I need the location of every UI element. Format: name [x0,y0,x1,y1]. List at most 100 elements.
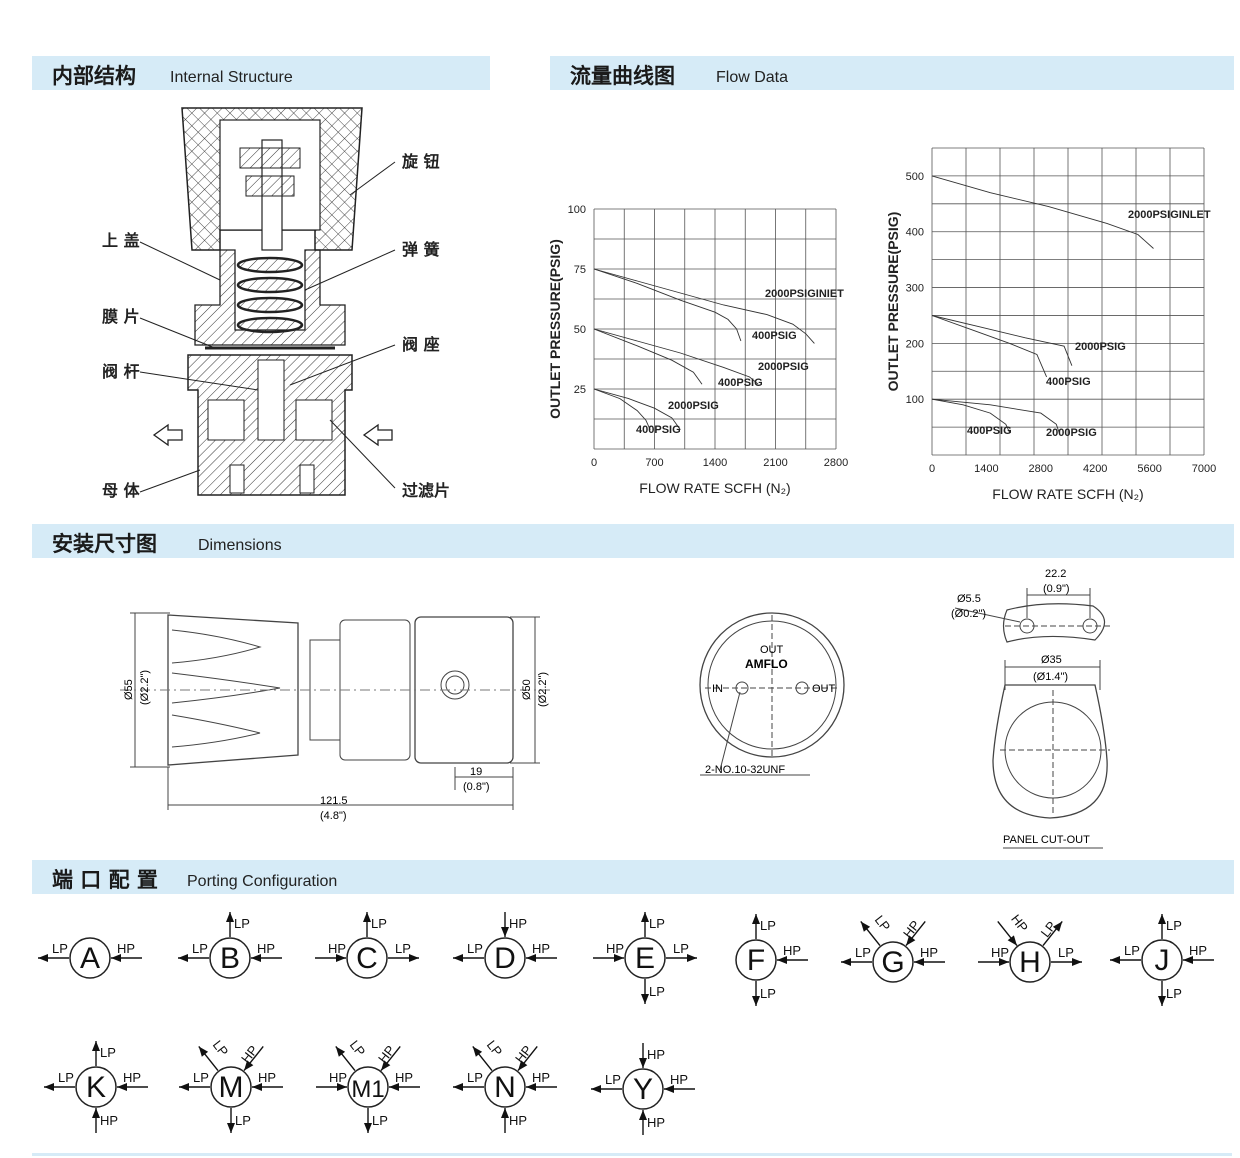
series-annotation: 2000PSIGINIET [765,288,844,300]
port-arrowhead-icon [1158,914,1166,924]
port-label-hp: HP [532,1070,550,1085]
port-letter: M1 [351,1076,384,1103]
cover-shape [194,249,346,346]
port-in: IN [712,683,723,695]
thread-label: 2-NO.10-32UNF [705,764,785,776]
series-line [593,328,759,385]
x-tick-label: 700 [645,457,663,469]
port-arrowhead-icon [364,1123,372,1133]
port-arrowhead-icon [244,1060,254,1071]
dim-hole: Ø5.5 [957,593,981,605]
port-circle [735,939,777,981]
port-arrowhead-icon [409,954,419,962]
label-knob: 旋 钮 [401,152,440,171]
port-label-hp: HP [1189,943,1207,958]
y-tick-label: 300 [906,283,924,295]
port-letter: F [747,944,765,977]
port-arrowhead-icon [111,954,121,962]
port-arrowhead-icon [117,1083,127,1091]
port-label-hp: HP [512,1042,535,1065]
series-line [593,268,815,344]
port-arrowhead-icon [752,996,760,1006]
y-tick-label: 25 [574,384,586,396]
section-flow-data: 流量曲线图 Flow Data [550,56,1234,90]
port-arrowhead-icon [860,921,871,932]
port-label-lp: LP [234,916,250,931]
panel-cutout-drawing: Ø5.5 (Ø0.2") 22.2 (0.9") Ø35 (Ø1.4") PAN… [951,568,1110,849]
dim-d55-in: (Ø2.2") [139,670,151,705]
y-tick-label: 100 [568,204,586,216]
dim-121-in: (4.8") [320,810,347,822]
section-dimensions: 安装尺寸图 Dimensions [32,524,1234,558]
port-letter: M [219,1071,244,1104]
port-label-hp: HP [900,917,923,940]
port-arrowhead-icon [363,912,371,922]
port-letter: K [86,1071,106,1104]
port-arrowhead-icon [453,1083,463,1091]
label-diaphragm: 膜 片 [102,307,140,326]
port-arrowhead-icon [518,1060,528,1071]
port-letter: H [1019,946,1041,979]
series-line [593,328,703,385]
port-arrowhead-icon [1158,996,1166,1006]
port-circle [347,1066,389,1108]
port-label-hp: HP [920,945,938,960]
footer-divider [32,1153,1232,1156]
port-label-lp: LP [760,986,776,1001]
x-tick-label: 2800 [824,457,848,469]
port-label-lp: LP [649,984,665,999]
port-circle [622,1068,664,1110]
port-circle [484,937,526,979]
port-label-lp: LP [673,941,689,956]
knob-shape [181,107,363,251]
y-axis-label: OUTLET PRESSURE(PSIG) [885,212,901,392]
port-label-lp: LP [467,1070,483,1085]
port-label-hp: HP [123,1070,141,1085]
port-circle [346,937,388,979]
x-tick-label: 2800 [1029,463,1053,475]
port-arrowhead-icon [526,954,536,962]
port-arrowhead-icon [227,1123,235,1133]
port-circle [1009,941,1051,983]
dim-hole-in: (Ø0.2") [951,608,986,620]
series-line [593,268,742,342]
series-annotation: 400PSIG [718,377,763,389]
port-circle [624,937,666,979]
port-arrowhead-icon [641,994,649,1004]
port-arrowhead-icon [501,927,509,937]
section-title-en: Internal Structure [170,69,293,86]
series-line [931,398,1061,436]
port-circle [1141,939,1183,981]
port-arrowhead-icon [336,954,346,962]
port-arrowhead-icon [639,1110,647,1120]
x-tick-label: 2100 [763,457,787,469]
section-title-zh: 端 口 配 置 [52,868,158,892]
port-arrowhead-icon [335,1046,346,1057]
port-arrowhead-icon [472,1046,483,1057]
dim-19-in: (0.8") [463,781,490,793]
series-annotation: 2000PSIG [1046,427,1097,439]
x-tick-label: 1400 [974,463,998,475]
label-stem: 阀 杆 [102,362,140,381]
port-label-hp: HP [509,916,527,931]
section-title-en: Flow Data [716,69,789,86]
port-label-hp: HP [1008,911,1031,934]
y-axis-label: OUTLET PRESSURE(PSIG) [547,239,563,419]
port-label-hp: HP [509,1113,527,1128]
port-arrowhead-icon [1072,958,1082,966]
port-letter: D [494,942,516,975]
port-label-lp: LP [872,912,894,934]
port-arrowhead-icon [914,958,924,966]
dim-d35: Ø35 [1041,654,1062,666]
internal-structure-diagram: 旋 钮 上 盖 弹 簧 膜 片 阀 座 阀 杆 母 体 过滤片 [102,107,450,500]
body-shape [187,354,353,496]
port-label-hp: HP [328,941,346,956]
